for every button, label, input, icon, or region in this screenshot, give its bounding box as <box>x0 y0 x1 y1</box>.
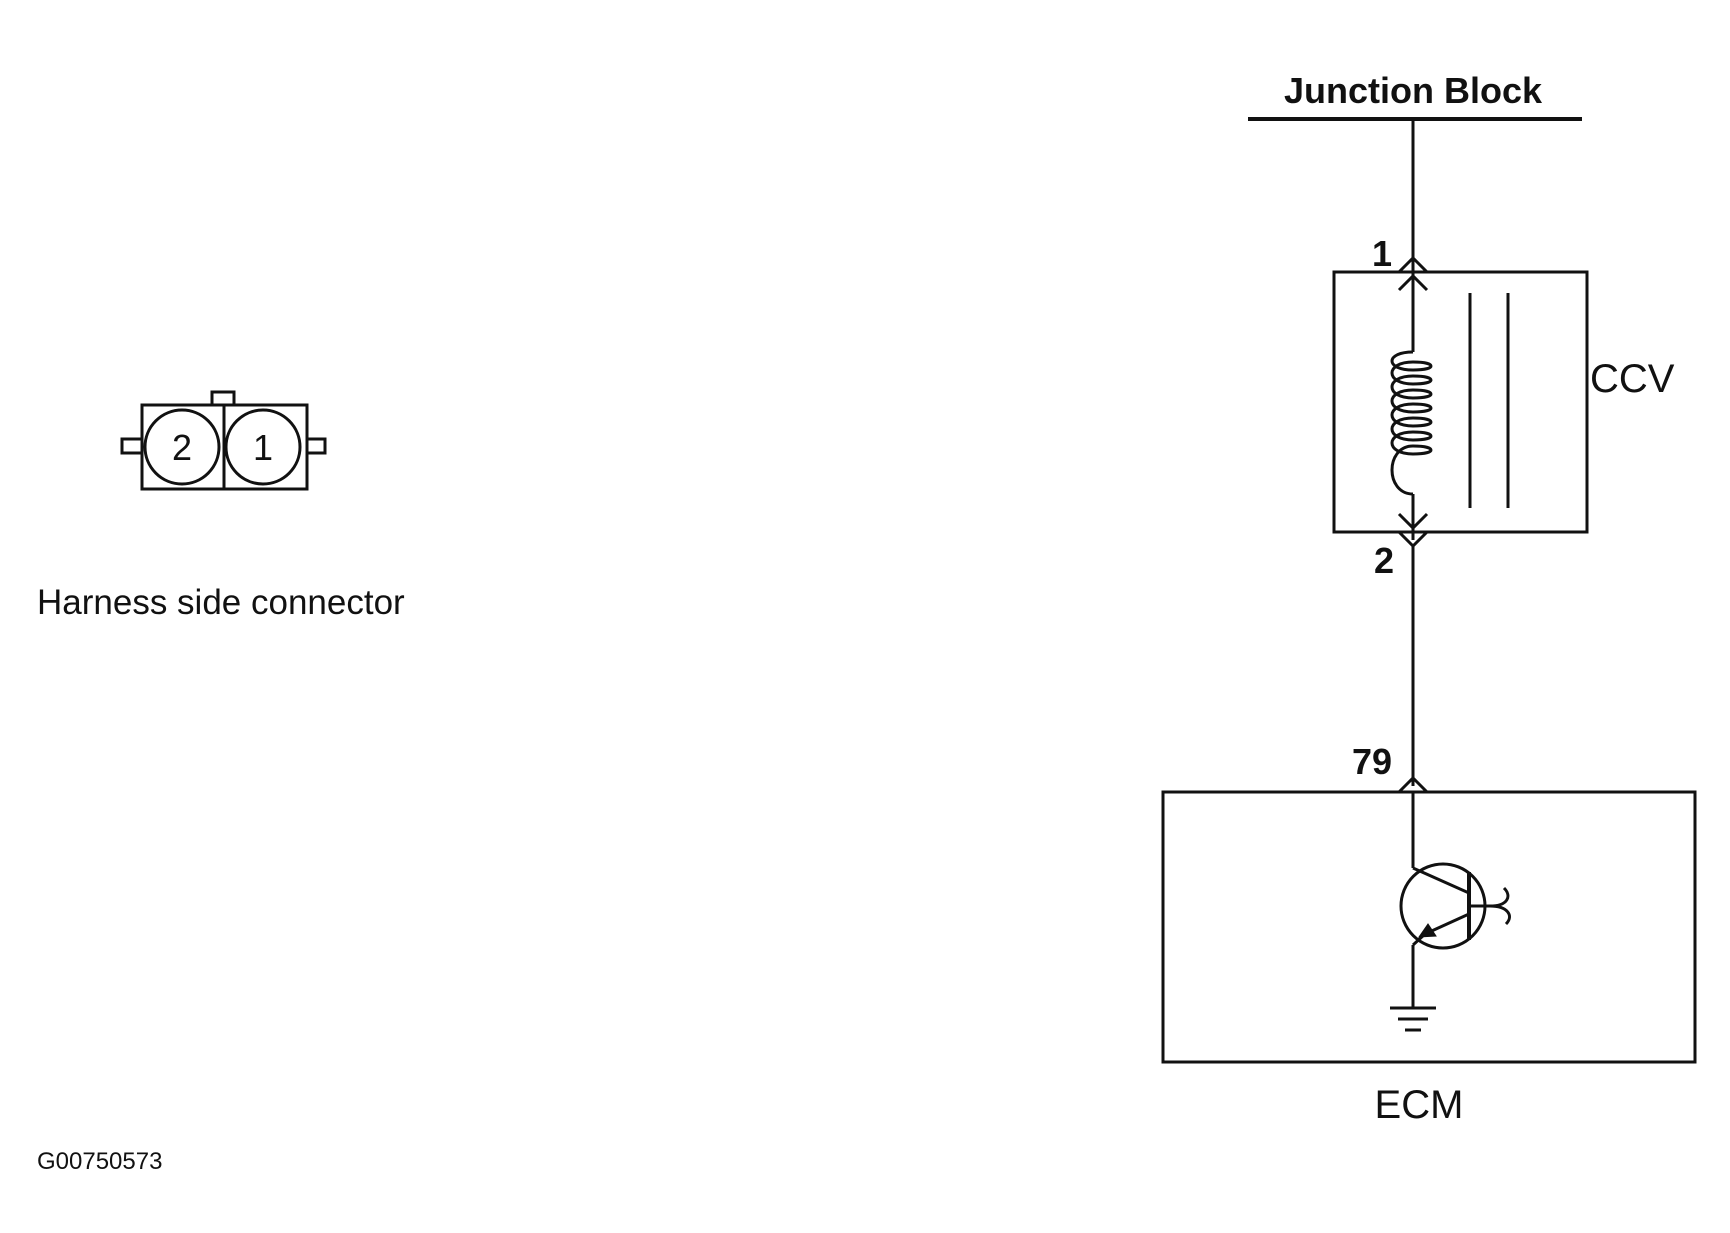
transistor-signal-curl <box>1489 886 1511 926</box>
connector-top-latch <box>210 390 236 407</box>
ccv-component <box>1332 255 1589 549</box>
ccv-coil <box>1390 350 1433 496</box>
figure-id: G00750573 <box>37 1148 162 1175</box>
connector-right-tab <box>305 437 327 455</box>
connector-pin-2-circle <box>143 408 221 486</box>
transistor-emitter-lead <box>1411 932 1427 947</box>
connector-pin-2-label: 2 <box>172 427 192 468</box>
ecm-label: ECM <box>1375 1083 1464 1127</box>
ccv-pin-2-number: 2 <box>1374 540 1394 581</box>
ground-icon <box>1390 1006 1436 1032</box>
transistor-icon <box>1399 862 1511 950</box>
connector-caption: Harness side connector <box>37 583 405 622</box>
harness-connector: 2 1 <box>120 390 327 491</box>
ecm-box <box>1161 790 1697 1064</box>
ecm-pin-79-number: 79 <box>1352 741 1392 782</box>
ecm-component <box>1161 775 1697 1064</box>
ccv-pin-1-number: 1 <box>1372 233 1392 274</box>
ecm-pin-79-chevron <box>1397 775 1429 794</box>
ccv-box <box>1332 270 1589 534</box>
connector-left-tab <box>120 437 144 455</box>
connector-pin-1-circle <box>224 408 302 486</box>
ccv-label: CCV <box>1590 357 1675 401</box>
junction-block-label: Junction Block <box>1284 70 1543 111</box>
ccv-pin-1-chevron <box>1397 255 1429 274</box>
connector-pin-1-label: 1 <box>253 427 273 468</box>
transistor-collector <box>1412 866 1470 895</box>
